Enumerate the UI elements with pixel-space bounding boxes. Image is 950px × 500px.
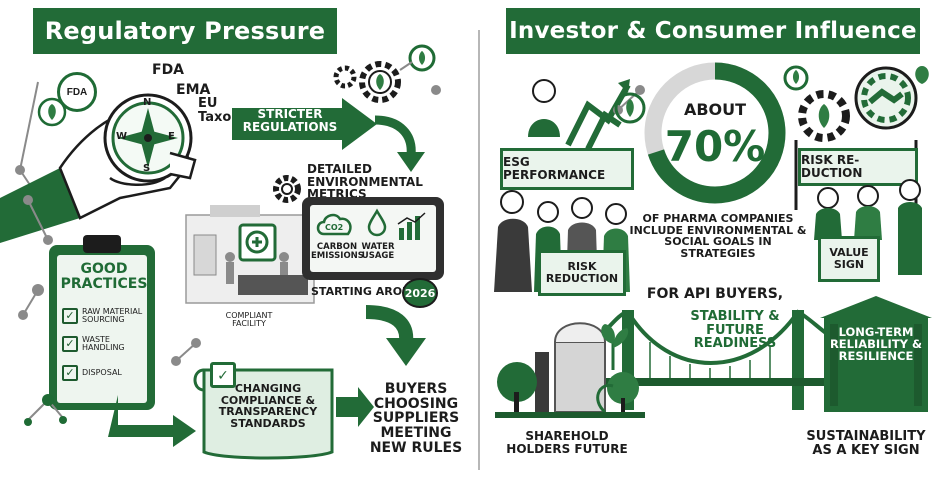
shareholders-text: SHAREHOLD HOLDERS FUTURE	[506, 429, 628, 456]
institution-building-illustration	[820, 296, 932, 412]
compass-direction-s: S	[143, 163, 151, 174]
changing-standards-text: CHANGING COMPLIANCE & TRANSPARENCY STAND…	[218, 382, 318, 430]
compass-direction-n: N	[143, 97, 152, 108]
sprout-icon	[601, 324, 629, 370]
practice-waste-handling-label: WASTE HANDLING	[82, 335, 125, 353]
label-eu: EU	[198, 96, 218, 111]
leaf-icon	[37, 97, 67, 127]
practice-disposal-label: DISPOSAL	[82, 367, 122, 377]
curved-arrow-down	[374, 115, 425, 172]
factory-trees-illustration	[495, 322, 645, 418]
practice-item-disposal: ✓ DISPOSAL	[62, 365, 152, 381]
risk-reduction-banner: RISK RE- DUCTION	[798, 148, 918, 186]
for-api-buyers-text: FOR API BUYERS,	[646, 286, 784, 302]
year-badge: 2026	[402, 278, 438, 308]
compliant-facility-label: COMPLIANT FACILITY	[225, 311, 273, 329]
starting-around-text: STARTING AROUND	[311, 285, 430, 298]
checkbox-waste-handling: ✓	[62, 336, 78, 353]
gear-icon	[359, 44, 441, 103]
percent-donut-chart	[644, 62, 786, 204]
checkbox-disposal: ✓	[62, 365, 78, 381]
compliant-facility-illustration	[185, 205, 315, 304]
co2-cloud-icon	[316, 213, 352, 236]
good-practices-title: GOOD PRACTICES	[60, 261, 148, 292]
year-badge-text: 2026	[404, 286, 436, 300]
esg-performance-sign: ESG PERFORMANCE	[500, 148, 634, 190]
percent-value-text: 70%	[664, 122, 766, 171]
about-text: ABOUT	[683, 100, 747, 119]
fda-badge: FDA	[57, 72, 97, 112]
left-panel-title: Regulatory Pressure	[33, 8, 337, 54]
value-sign: VALUE SIGN	[818, 236, 880, 282]
buyers-choosing-text: BUYERS CHOOSING SUPPLIERS MEETING NEW RU…	[369, 381, 463, 456]
stricter-regulations-arrow	[232, 98, 377, 150]
hand-with-compass-illustration	[0, 93, 197, 243]
sustainability-text: SUSTAINABILITY AS A KEY SIGN	[806, 429, 926, 458]
label-fda: FDA	[152, 62, 185, 78]
panel-divider	[478, 30, 480, 470]
stricter-regulations-text: STRICTER REGULATIONS	[242, 107, 338, 134]
compass-direction-w: W	[116, 131, 128, 142]
curved-arrow-to-buyers	[365, 305, 426, 366]
gear-icon-metrics	[273, 175, 301, 203]
practice-item-raw-material: ✓ RAW MATERIAL SOURCING	[62, 307, 152, 325]
practice-item-waste-handling: ✓ WASTE HANDLING	[62, 335, 152, 353]
right-panel-title: Investor & Consumer Influence	[506, 8, 920, 54]
risk-reduction-sign-text: RISK REDUCTION	[545, 260, 619, 285]
stability-text: STABILITY & FUTURE READINESS	[690, 309, 780, 352]
risk-reduction-banner-text: RISK RE- DUCTION	[801, 153, 863, 180]
network-decoration-mid	[171, 338, 201, 366]
carbon-emissions-label: CARBON EMISSIONS	[311, 242, 364, 261]
bar-chart-icon	[397, 212, 426, 240]
water-drop-icon	[367, 208, 387, 237]
practice-raw-material-label: RAW MATERIAL SOURCING	[82, 307, 143, 325]
label-ema: EMA	[176, 82, 211, 98]
risk-reduction-sign: RISK REDUCTION	[538, 250, 626, 296]
value-sign-text: VALUE SIGN	[829, 246, 869, 271]
detailed-metrics-text: DETAILED ENVIRONMENTAL METRICS	[307, 162, 423, 202]
network-decoration-left	[18, 195, 67, 426]
clipboard-illustration	[49, 235, 155, 410]
stat-caption-text: OF PHARMA COMPANIES INCLUDE ENVIRONMENTA…	[629, 212, 807, 260]
compliance-check-icon: ✓	[210, 362, 236, 388]
water-usage-label: WATER USAGE	[361, 242, 395, 261]
small-gear-icon	[333, 65, 357, 89]
long-term-text: LONG-TERM RELIABILITY & RESILIENCE	[829, 325, 923, 364]
handshake-gear-icon	[783, 65, 929, 142]
arrow-clipboard-to-scroll	[108, 395, 196, 447]
esg-performance-text: ESG PERFORMANCE	[503, 155, 606, 182]
people-crowd-right	[814, 179, 922, 275]
percent-donut-arc	[644, 62, 786, 204]
fda-badge-text: FDA	[66, 86, 88, 98]
arrow-scroll-to-buyers	[336, 387, 374, 427]
checkbox-raw-material: ✓	[62, 308, 78, 325]
leaf-icon-right	[614, 92, 646, 124]
compass-direction-e: E	[168, 131, 175, 142]
compliance-scroll-illustration	[193, 368, 334, 460]
co2-text: CO2	[325, 223, 344, 232]
